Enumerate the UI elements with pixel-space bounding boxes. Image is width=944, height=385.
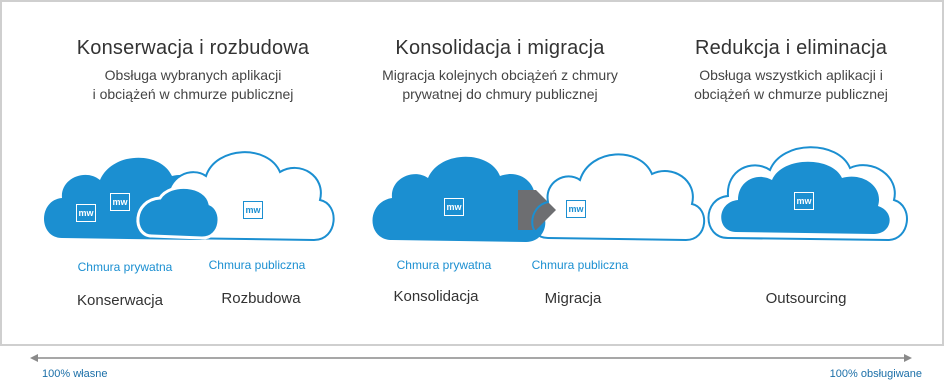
column-3-subtitle-line1: Obsługa wszystkich aplikacji i [699, 67, 883, 83]
vm-badge-icon: mw [76, 204, 96, 222]
kind-outsourcing: Outsourcing [765, 290, 847, 307]
kind-konsolidacja: Konsolidacja [393, 288, 479, 305]
outsourced-cloud-icon [707, 146, 908, 242]
column-3-title: Redukcja i eliminacja [694, 37, 888, 59]
kind-migracja: Migracja [544, 290, 602, 307]
column-2-subtitle-line2: prywatnej do chmury publicznej [402, 86, 598, 102]
axis-right-label: 100% obsługiwane [829, 368, 922, 380]
column-1-title: Konserwacja i rozbudowa [76, 37, 310, 59]
axis-left-label: 100% własne [42, 368, 108, 380]
vm-badge-icon: mw [566, 200, 586, 218]
public-cloud-icon-2 [531, 153, 706, 242]
column-2-title: Konsolidacja i migracja [395, 37, 605, 59]
column-1-subtitle-line2: i obciążeń w chmurze publicznej [92, 86, 294, 102]
column-3-subtitle-line2: obciążeń w chmurze publicznej [694, 86, 888, 102]
ownership-axis [30, 354, 912, 362]
private-cloud-icon-2 [372, 156, 546, 242]
column-2-subtitle-line1: Migracja kolejnych obciążeń z chmury [382, 67, 618, 83]
public-cloud-label-2: Chmura publiczna [531, 258, 629, 272]
private-cloud-label-1: Chmura prywatna [77, 260, 173, 274]
private-cloud-overlap-icon-1 [136, 185, 221, 240]
kind-rozbudowa: Rozbudowa [221, 290, 301, 307]
public-cloud-label-1: Chmura publiczna [208, 258, 306, 272]
column-1-subtitle-line1: Obsługa wybranych aplikacji [104, 67, 282, 83]
vm-badge-icon: mw [243, 201, 263, 219]
vm-badge-icon: mw [444, 198, 464, 216]
vm-badge-icon: mw [110, 193, 130, 211]
vm-badge-icon: mw [794, 192, 814, 210]
kind-konserwacja: Konserwacja [77, 292, 163, 309]
private-cloud-label-2: Chmura prywatna [396, 258, 492, 272]
